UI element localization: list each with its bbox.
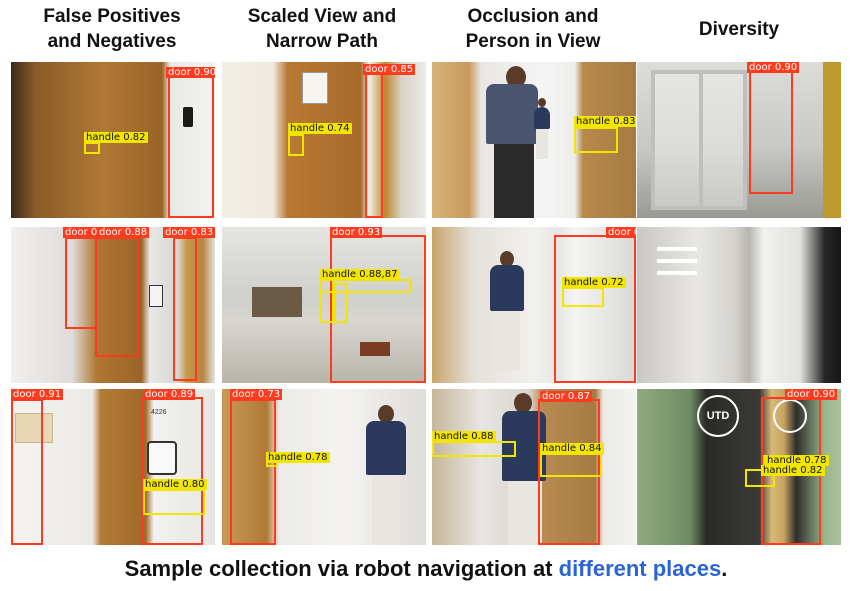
wall-panel <box>15 413 53 443</box>
caption-text: Sample collection via robot navigation a… <box>124 556 559 581</box>
handle-box <box>288 134 304 156</box>
door-box <box>173 237 197 381</box>
furniture <box>252 287 302 317</box>
handle-box <box>143 489 205 515</box>
handle-box <box>574 127 618 153</box>
column-title-line: Occlusion and <box>467 6 599 27</box>
handle-box <box>334 283 348 323</box>
handle-box <box>745 469 775 487</box>
door-label: door 0.73 <box>230 389 283 400</box>
column-title-scaled-view: Scaled View and Narrow Path <box>219 4 425 54</box>
door-box <box>65 237 97 329</box>
card-reader <box>183 107 193 127</box>
door-box <box>141 397 203 545</box>
door-label: door 0.77 <box>606 227 636 238</box>
photo-r3c2: door 0.73 handle 0.78 <box>222 389 426 545</box>
photo-r1c4: door 0.90 <box>637 62 841 218</box>
handle-label: handle 0.80 <box>143 479 207 490</box>
handle-label: handle 0.88 <box>432 431 496 442</box>
photo-r2c4 <box>637 227 841 383</box>
column-title-line: and Negatives <box>47 31 177 52</box>
handle-label: handle 0.78 <box>266 452 330 463</box>
figure-caption: Sample collection via robot navigation a… <box>0 556 852 582</box>
door-label: door 0.90 <box>785 389 838 400</box>
door-label: door 0.93 <box>330 227 383 238</box>
wall-sign <box>302 72 328 104</box>
stand <box>719 317 725 357</box>
door-box <box>749 70 793 194</box>
photo-background <box>11 227 215 383</box>
photo-r3c1: 4226 door 0.91 door 0.89 handle 0.80 <box>11 389 215 545</box>
column-title-line: False Positives <box>43 6 181 27</box>
door-label: door 0 <box>63 227 100 238</box>
whiteboard <box>147 441 177 475</box>
door-label: door 0.85 <box>363 64 416 75</box>
photo-r2c2: door 0.93 handle 0.88,87 <box>222 227 426 383</box>
handle-label: handle 0.84 <box>540 443 604 454</box>
door-box <box>554 235 636 383</box>
door-box <box>95 237 139 357</box>
photo-r2c3: door 0.77 handle 0.72 <box>432 227 636 383</box>
door-box <box>365 72 383 218</box>
door-label: door 0.87 <box>540 391 593 402</box>
handle-box <box>432 441 516 457</box>
photo-background <box>637 227 841 383</box>
handle-label: handle 0.82 <box>84 132 148 143</box>
door-label: door 0.91 <box>11 389 64 400</box>
door-frame <box>699 70 703 210</box>
photo-r3c3: door 0.87 handle 0.88 handle 0.84 <box>432 389 636 545</box>
room-number: 4226 <box>151 409 167 416</box>
photo-r1c1: door 0.90 handle 0.82 <box>11 62 215 218</box>
handle-box <box>562 287 604 307</box>
utd-logo: UTD <box>697 395 739 437</box>
handle-label: handle 0.78 <box>765 455 829 466</box>
wall-device <box>149 285 163 307</box>
column-title-line: Diversity <box>698 19 780 40</box>
door-box <box>11 399 43 545</box>
photo-r1c3: handle 0.83 <box>432 62 636 218</box>
floor-mat <box>360 342 390 356</box>
photo-r2c1: door 0 door 0.88 door 0.83 <box>11 227 215 383</box>
wall-panel <box>823 62 841 218</box>
photo-r1c2: door 0.85 handle 0.74 <box>222 62 426 218</box>
handle-box <box>540 453 602 477</box>
column-title-line: Scaled View and <box>247 6 397 27</box>
caption-highlight: different places <box>558 556 722 581</box>
handle-label: handle 0.82 <box>761 465 825 476</box>
ceiling-lights <box>657 247 697 251</box>
door-label: door 0.83 <box>163 227 215 238</box>
column-title-false-positives: False Positives and Negatives <box>9 4 215 54</box>
caption-period: . <box>721 556 728 581</box>
door-label: door 0.90 <box>166 67 215 78</box>
column-title-line: Narrow Path <box>266 31 378 52</box>
utd-logo-mirrored <box>773 399 807 433</box>
door-box <box>168 74 214 218</box>
door-label: door 0.88 <box>97 227 150 238</box>
handle-box <box>320 279 334 323</box>
handle-label: handle 0.72 <box>562 277 626 288</box>
door-box <box>230 399 276 545</box>
handle-label: handle 0.83 <box>574 116 636 127</box>
handle-box <box>84 142 100 154</box>
door-label: door 0.90 <box>747 62 800 73</box>
handle-label: handle 0.74 <box>288 123 352 134</box>
column-title-diversity: Diversity <box>636 17 842 42</box>
photo-r3c4: UTD door 0.90 handle 0.78 handle 0.82 <box>637 389 841 545</box>
column-title-occlusion: Occlusion and Person in View <box>430 4 636 54</box>
door-label: door 0.89 <box>143 389 196 400</box>
handle-label: handle 0.88,87 <box>320 269 400 280</box>
column-title-line: Person in View <box>465 31 601 52</box>
